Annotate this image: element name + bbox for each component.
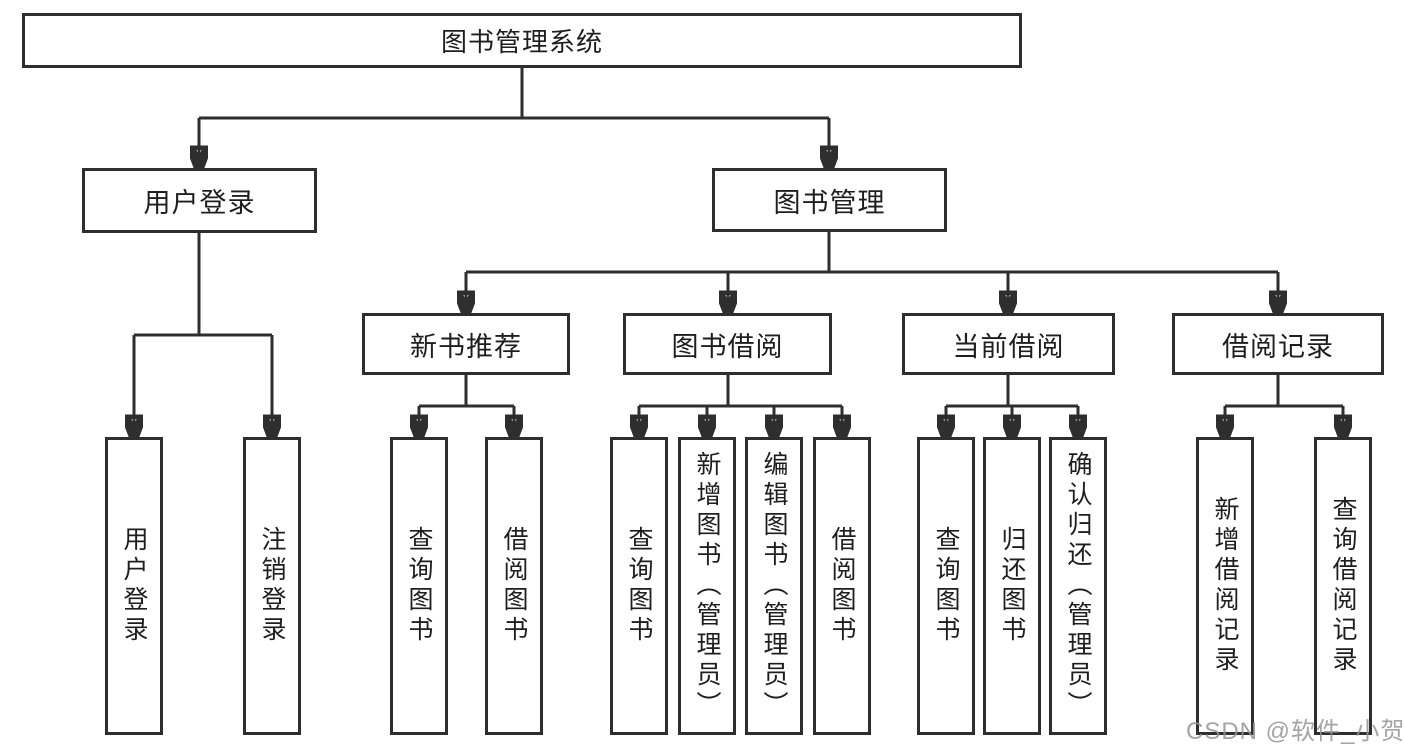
node-book-borrow: 图书借阅 (623, 313, 832, 375)
edge-user-login-rail (134, 233, 272, 337)
node-leaf-cb-query-books: 查询图书 (917, 437, 975, 735)
edge-root-rail (199, 68, 829, 120)
node-leaf-cb-return-books: 归还图书 (983, 437, 1041, 735)
node-leaf-bb-query-books: 查询图书 (610, 437, 668, 735)
node-borrow-records: 借阅记录 (1172, 313, 1384, 375)
node-leaf-user-login: 用户登录 (105, 437, 163, 735)
node-leaf-bb-borrow-books: 借阅图书 (813, 437, 871, 735)
node-leaf-br-query-record: 查询借阅记录 (1314, 437, 1372, 735)
edge-book-borrow-rail (639, 375, 842, 408)
edge-new-book-rec-rail (419, 375, 514, 408)
node-current-borrow: 当前借阅 (902, 313, 1115, 375)
node-leaf-bb-edit-books-admin: 编辑图书（管理员） (745, 437, 803, 735)
node-root-system: 图书管理系统 (22, 13, 1022, 68)
node-leaf-nbr-borrow-books: 借阅图书 (485, 437, 543, 735)
edge-current-borrow-rail (946, 375, 1078, 408)
node-leaf-nbr-query-books: 查询图书 (390, 437, 448, 735)
node-leaf-br-add-record: 新增借阅记录 (1196, 437, 1254, 735)
node-book-mgmt: 图书管理 (712, 168, 947, 232)
node-user-login: 用户登录 (82, 168, 317, 233)
csdn-watermark: CSDN @软件_小贺同学 (1186, 718, 1405, 745)
node-leaf-logout: 注销登录 (243, 437, 301, 735)
edge-book-mgmt-rail (466, 232, 1278, 274)
edge-borrow-records-rail (1225, 375, 1343, 408)
node-leaf-bb-add-books-admin: 新增图书（管理员） (678, 437, 736, 735)
node-new-book-rec: 新书推荐 (362, 313, 570, 375)
node-leaf-cb-confirm-return-admin: 确认归还（管理员） (1049, 437, 1107, 735)
